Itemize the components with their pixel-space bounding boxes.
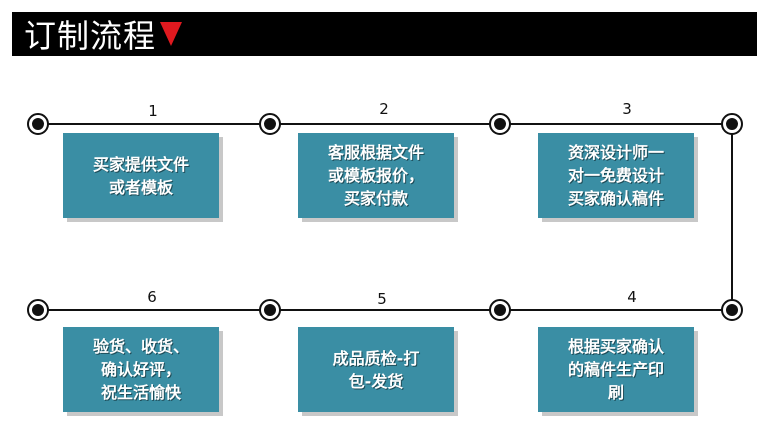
step-text-6: 验货、收货、 确认好评， 祝生活愉快: [92, 337, 189, 402]
step-box-5: 成品质检-打 包-发货: [298, 327, 454, 412]
flow-node: [721, 299, 743, 321]
step-box-2: 客服根据文件 或模板报价， 买家付款: [298, 133, 454, 218]
step-text-1: 买家提供文件 或者模板: [92, 154, 189, 197]
step-number-6: 6: [147, 288, 157, 306]
step-box-6: 验货、收货、 确认好评， 祝生活愉快: [63, 327, 219, 412]
step-box-4: 根据买家确认 的稿件生产印 刷: [538, 327, 694, 412]
flow-node: [489, 113, 511, 135]
step-number-3: 3: [622, 100, 632, 118]
flow-node: [27, 299, 49, 321]
page-title: 订制流程: [24, 17, 157, 55]
step-text-3: 资深设计师一 对一免费设计 买家确认稿件: [567, 143, 664, 208]
step-box-3: 资深设计师一 对一免费设计 买家确认稿件: [538, 133, 694, 218]
step-box-1: 买家提供文件 或者模板: [63, 133, 219, 218]
step-number-5: 5: [377, 290, 387, 308]
step-text-5: 成品质检-打 包-发货: [332, 348, 420, 391]
down-arrow-icon: [160, 22, 183, 46]
step-number-2: 2: [379, 100, 389, 118]
step-text-4: 根据买家确认 的稿件生产印 刷: [567, 337, 664, 402]
flow-node: [259, 113, 281, 135]
step-number-1: 1: [148, 102, 158, 120]
flow-node: [489, 299, 511, 321]
flow-node: [27, 113, 49, 135]
flow-node: [259, 299, 281, 321]
header-bar: 订制流程: [12, 12, 757, 56]
step-text-2: 客服根据文件 或模板报价， 买家付款: [327, 143, 424, 208]
flow-node: [721, 113, 743, 135]
step-number-4: 4: [627, 288, 637, 306]
